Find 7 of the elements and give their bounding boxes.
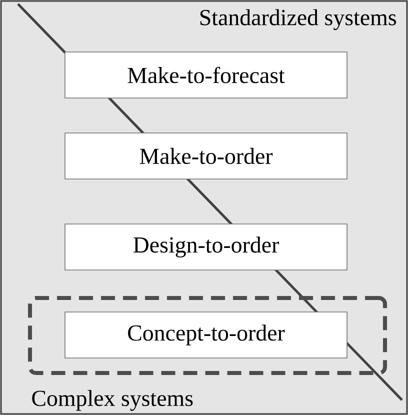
process-box: Design-to-order bbox=[64, 224, 348, 270]
process-box: Make-to-order bbox=[64, 132, 348, 180]
caption-text: Standardized systems bbox=[200, 9, 396, 30]
process-box: Concept-to-order bbox=[64, 312, 348, 358]
caption-text: Complex systems bbox=[32, 390, 193, 411]
process-box: Make-to-forecast bbox=[64, 52, 348, 98]
highlight-box bbox=[28, 296, 387, 375]
